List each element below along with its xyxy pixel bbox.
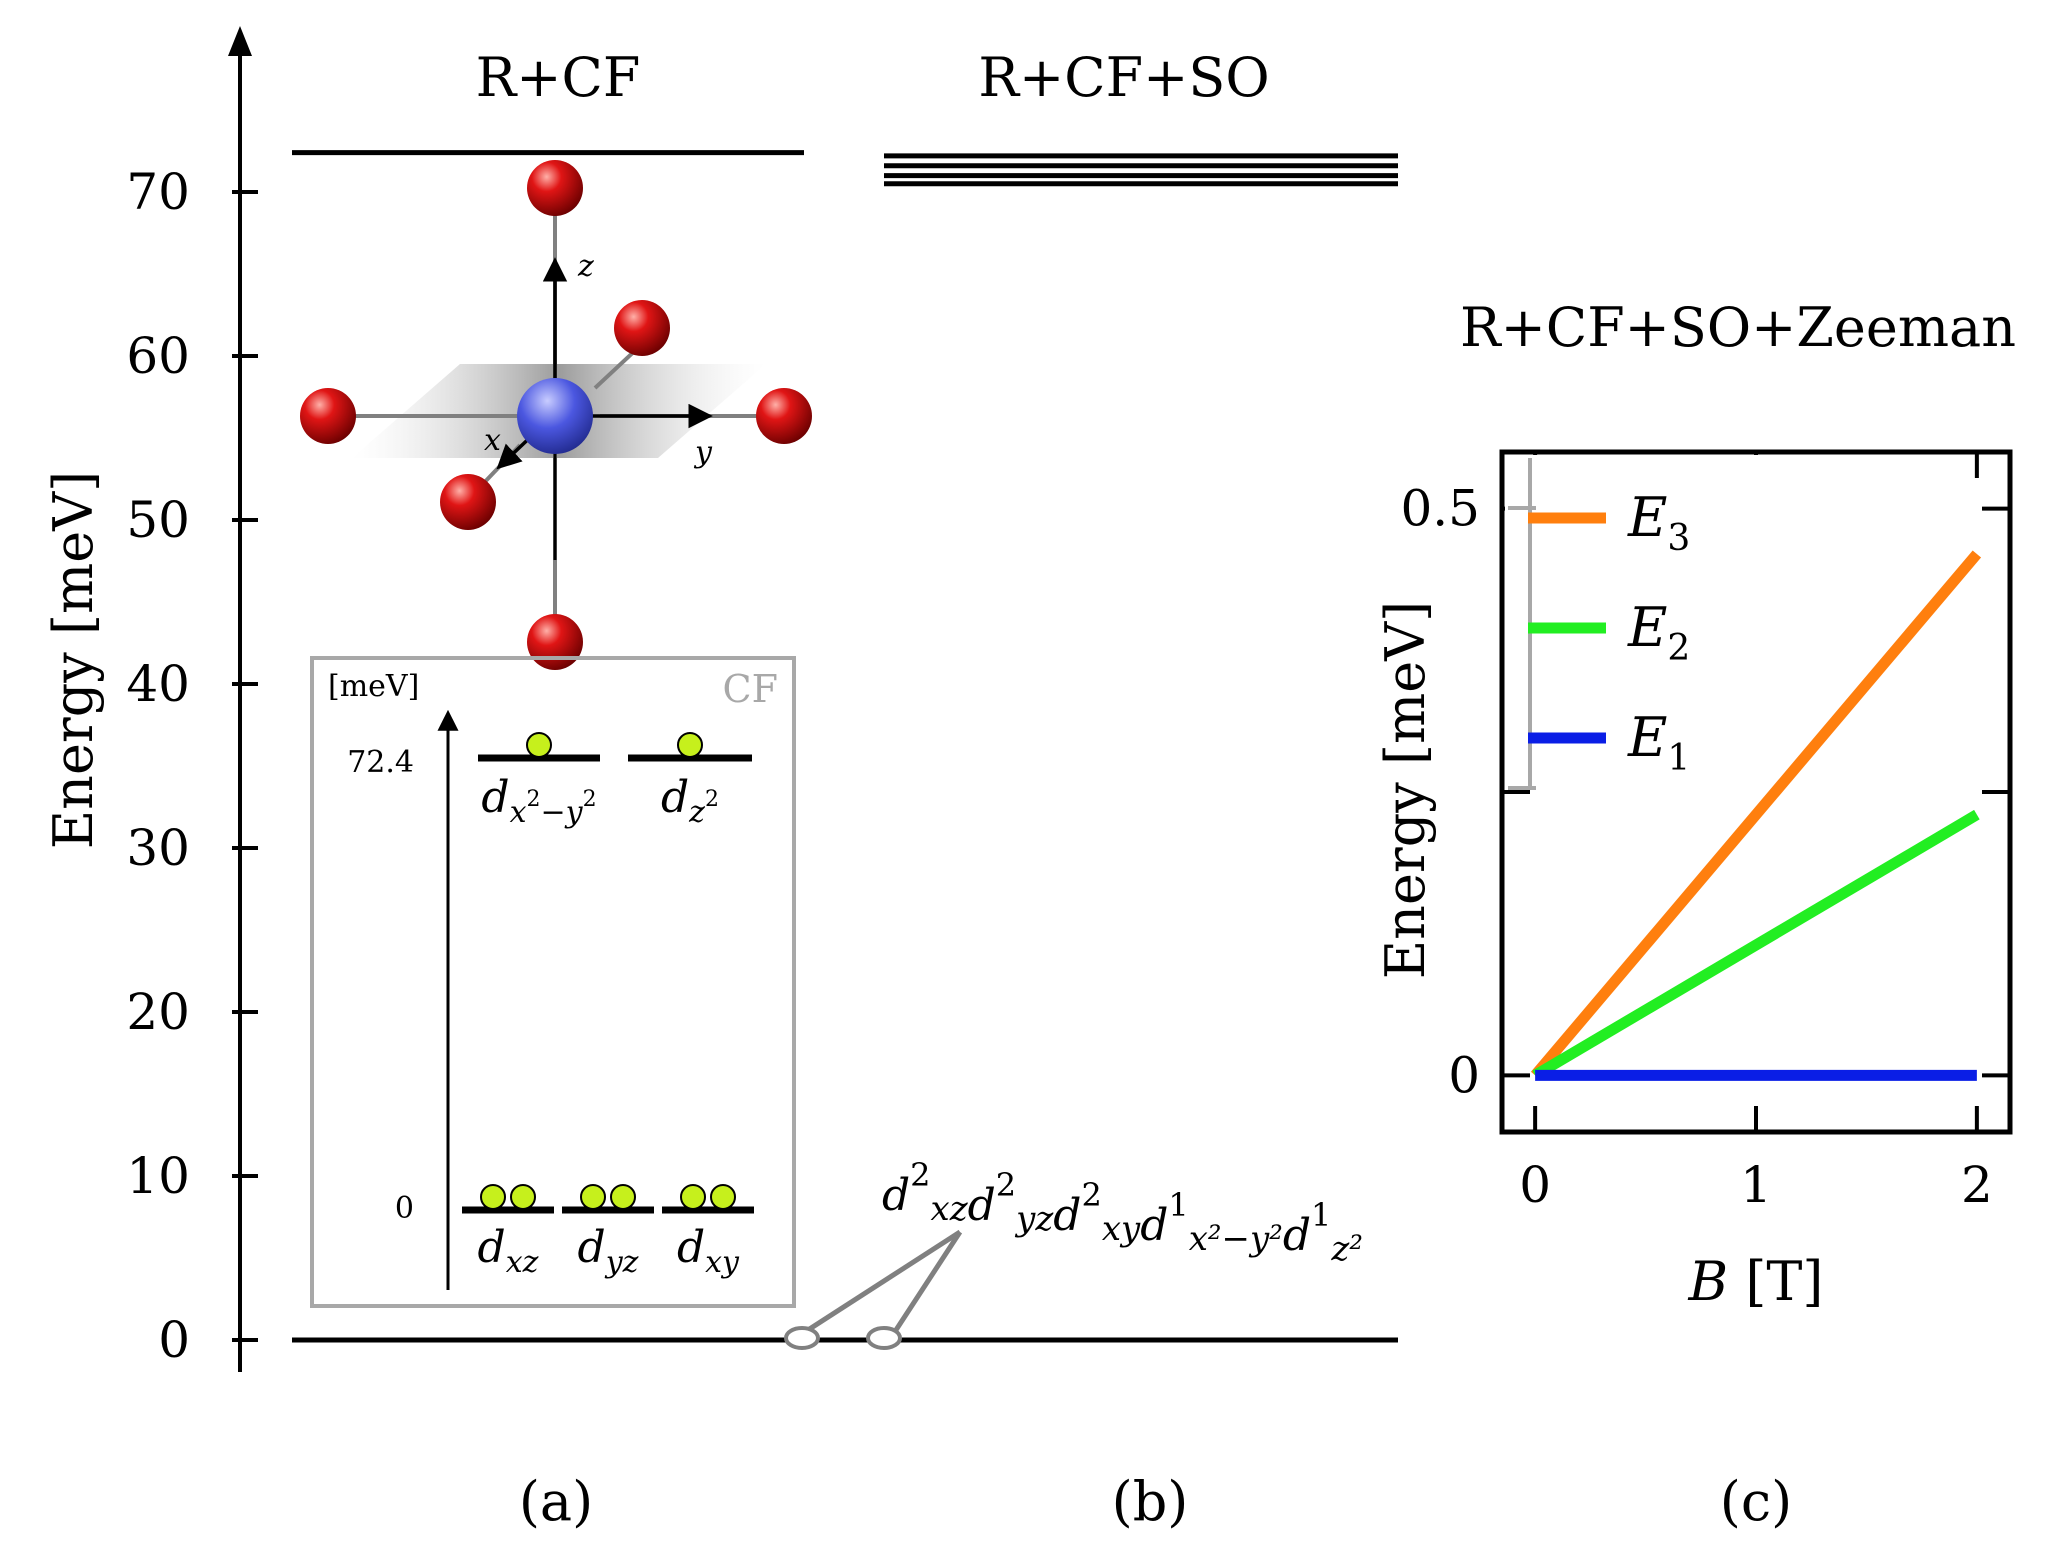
electron [526, 732, 552, 758]
zeeman-y-tick-label: 0 [1448, 1046, 1480, 1104]
electron [580, 1184, 606, 1210]
electron [480, 1184, 506, 1210]
inset-title: CF [723, 667, 778, 711]
zeeman-y-tick-label: 0.5 [1400, 480, 1480, 538]
energy-tick-label: 40 [126, 655, 190, 713]
inset-frame [310, 656, 796, 1308]
series-line-E2 [1532, 809, 1980, 1081]
orbital-label: dxy [677, 1222, 740, 1280]
pointer-line-b [893, 1230, 963, 1332]
energy-axis-label: Energy [meV] [42, 471, 105, 850]
legend-label-E1: E1 [1627, 706, 1690, 779]
y-axis-label: y [693, 435, 713, 470]
energy-axis-arrowhead [228, 26, 252, 56]
legend-box [1505, 455, 1765, 787]
energy-tick-label: 10 [126, 1147, 190, 1205]
pointer-line-a [806, 1229, 962, 1333]
panel-b-label: (b) [1112, 1470, 1189, 1533]
panel-c-title: R+CF+SO+Zeeman [1460, 296, 2016, 359]
orbital-label: dz2 [661, 772, 719, 830]
series-line-E3 [1530, 550, 1982, 1079]
energy-tick-label: 20 [126, 983, 190, 1041]
metal-atom [517, 378, 593, 454]
ligand-atom-back [614, 300, 670, 356]
ligand-atom-bottom [527, 614, 583, 670]
inset-unit: [meV] [328, 669, 419, 704]
panel-b-title: R+CF+SO [978, 46, 1269, 109]
electron [680, 1184, 706, 1210]
z-axis-label: z [577, 249, 594, 284]
panel-a-label: (a) [519, 1470, 593, 1533]
electron [510, 1184, 536, 1210]
energy-tick-label: 70 [126, 163, 190, 221]
energy-tick-label: 60 [126, 327, 190, 385]
ligand-atom-right [756, 388, 812, 444]
energy-tick-label: 50 [126, 491, 190, 549]
pointer-ring-a [784, 1326, 820, 1350]
energy-tick-label: 30 [126, 819, 190, 877]
zeeman-x-tick-label: 1 [1740, 1156, 1772, 1214]
zeeman-x-label: B [T] [1687, 1250, 1823, 1313]
inset-tick-lower: 0 [395, 1191, 414, 1226]
panel-b-levels [804, 153, 1398, 1343]
zeeman-x-tick-label: 0 [1519, 1156, 1551, 1214]
panel-a-levels [292, 150, 804, 1343]
inset-tick-upper: 72.4 [347, 745, 414, 780]
panel-a-title: R+CF [476, 46, 641, 109]
ligand-atom-top [527, 160, 583, 216]
orbital-label: dyz [578, 1222, 639, 1280]
octahedral-molecule: z y x [300, 160, 812, 670]
legend-label-E3: E3 [1627, 486, 1690, 559]
pointer-ring-b [866, 1326, 902, 1350]
ground-configuration: d2xzd2yzd2xyd1x²−y²d1z² [784, 1156, 1363, 1350]
ligand-atom-left [300, 388, 356, 444]
electron [610, 1184, 636, 1210]
configuration-label: d2xzd2yzd2xyd1x²−y²d1z² [882, 1156, 1363, 1269]
orbital-label: dxz [478, 1222, 539, 1280]
x-axis-label: x [484, 423, 501, 458]
zeeman-x-tick-label: 2 [1961, 1156, 1993, 1214]
zeeman-y-label: Energy [meV] [1374, 601, 1437, 980]
panel-c-label: (c) [1720, 1470, 1792, 1533]
ligand-atom-front [440, 474, 496, 530]
energy-axis: 0 10 20 30 40 50 60 70 Energy [meV] [42, 26, 258, 1372]
orbital-label: dx2−y2 [481, 772, 596, 830]
electron [677, 732, 703, 758]
electron [710, 1184, 736, 1210]
energy-tick-label: 0 [158, 1311, 190, 1369]
legend-label-E2: E2 [1627, 596, 1690, 669]
